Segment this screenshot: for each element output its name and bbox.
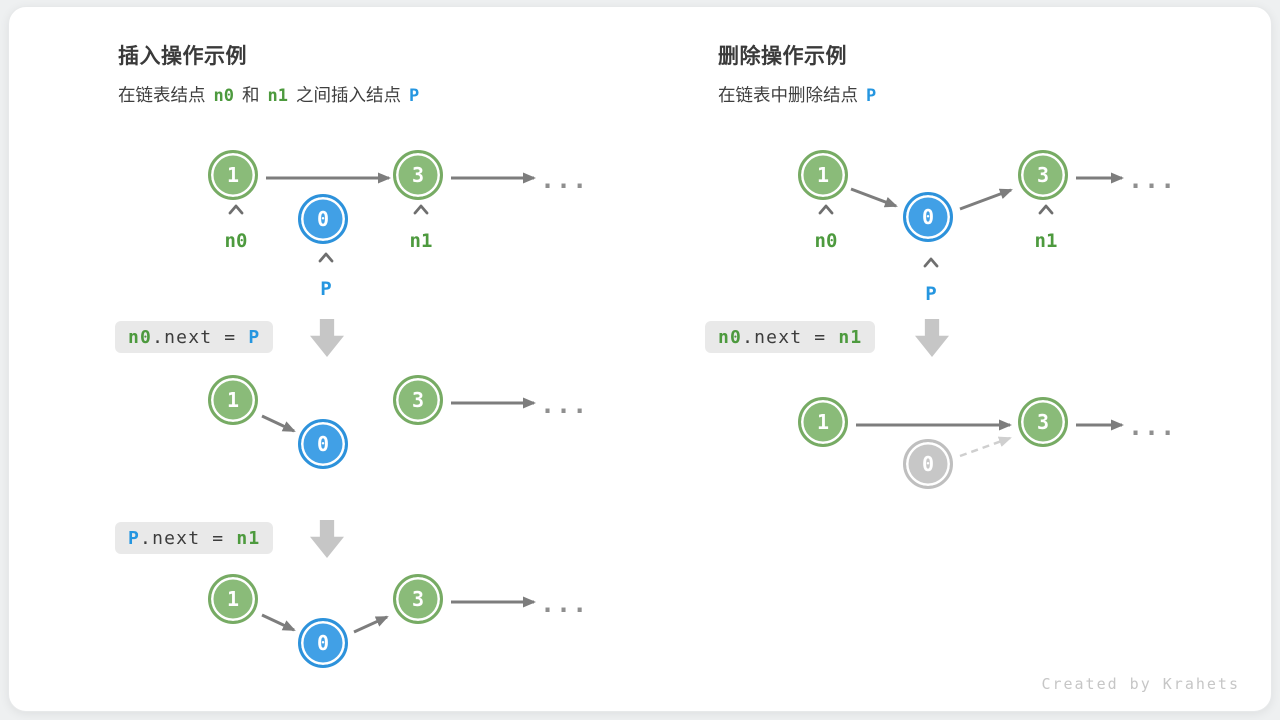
ellipsis: ... bbox=[540, 589, 589, 618]
node-value: 1 bbox=[816, 410, 830, 434]
node-value: 0 bbox=[316, 207, 330, 231]
insert-section-subtitle: 在链表结点 n0 和 n1 之间插入结点 P bbox=[118, 82, 419, 107]
credit-text: Created by Krahets bbox=[1041, 675, 1240, 693]
code-lhs: n0 bbox=[718, 326, 743, 348]
node-value: 3 bbox=[1036, 410, 1050, 434]
code-lhs: n0 bbox=[128, 326, 153, 348]
code-rhs: n1 bbox=[838, 326, 863, 348]
node-value: 1 bbox=[226, 587, 240, 611]
list-node-p: 0 bbox=[298, 194, 348, 244]
pointer-caret-icon bbox=[413, 204, 429, 215]
pointer-caret-icon bbox=[1038, 204, 1054, 215]
list-node-3: 3 bbox=[1018, 397, 1068, 447]
code-step-1: n0.next = n1 bbox=[705, 321, 876, 353]
delete-section-title: 删除操作示例 bbox=[718, 45, 847, 68]
node-value: 0 bbox=[921, 452, 935, 476]
node-value: 1 bbox=[226, 163, 240, 187]
insert-section-title: 插入操作示例 bbox=[118, 45, 247, 68]
subtitle-text: 之间插入结点 bbox=[295, 85, 401, 105]
code-mid: .next = bbox=[742, 326, 839, 348]
pointer-caret-icon bbox=[228, 204, 244, 215]
code-rhs: n1 bbox=[236, 527, 261, 549]
code-rhs: P bbox=[248, 326, 261, 348]
code-step-1: n0.next = P bbox=[115, 321, 274, 353]
list-node-1: 1 bbox=[798, 150, 848, 200]
token-p: P bbox=[408, 86, 420, 106]
ellipsis: ... bbox=[1128, 165, 1177, 194]
ellipsis: ... bbox=[540, 165, 589, 194]
node-value: 1 bbox=[816, 163, 830, 187]
token-n0: n0 bbox=[213, 86, 234, 106]
node-value: 0 bbox=[921, 205, 935, 229]
pointer-label-p: P bbox=[925, 283, 937, 305]
subtitle-text: 在链表中删除结点 bbox=[718, 85, 858, 105]
subtitle-text: 在链表结点 bbox=[118, 85, 206, 105]
list-node-p: 0 bbox=[298, 618, 348, 668]
node-value: 3 bbox=[411, 388, 425, 412]
list-node-1: 1 bbox=[798, 397, 848, 447]
pointer-label-n1: n1 bbox=[409, 230, 433, 252]
node-value: 3 bbox=[411, 163, 425, 187]
pointer-caret-icon bbox=[818, 204, 834, 215]
subtitle-text: 和 bbox=[241, 85, 260, 105]
node-value: 3 bbox=[1036, 163, 1050, 187]
pointer-label-n0: n0 bbox=[814, 230, 838, 252]
code-step-2: P.next = n1 bbox=[115, 522, 274, 554]
list-node-3: 3 bbox=[393, 574, 443, 624]
code-mid: .next = bbox=[140, 527, 237, 549]
node-value: 3 bbox=[411, 587, 425, 611]
figure-card bbox=[8, 6, 1272, 712]
list-node-1: 1 bbox=[208, 574, 258, 624]
list-node-3: 3 bbox=[393, 375, 443, 425]
ellipsis: ... bbox=[540, 390, 589, 419]
node-value: 1 bbox=[226, 388, 240, 412]
pointer-label-p: P bbox=[320, 278, 332, 300]
ellipsis: ... bbox=[1128, 412, 1177, 441]
pointer-label-n1: n1 bbox=[1034, 230, 1058, 252]
node-value: 0 bbox=[316, 631, 330, 655]
pointer-label-n0: n0 bbox=[224, 230, 248, 252]
token-n1: n1 bbox=[267, 86, 288, 106]
list-node-1: 1 bbox=[208, 375, 258, 425]
node-value: 0 bbox=[316, 432, 330, 456]
code-lhs: P bbox=[128, 527, 141, 549]
list-node-p: 0 bbox=[903, 192, 953, 242]
list-node-p-removed: 0 bbox=[903, 439, 953, 489]
list-node-3: 3 bbox=[393, 150, 443, 200]
pointer-caret-icon bbox=[318, 252, 334, 263]
token-p: P bbox=[866, 86, 877, 106]
code-mid: .next = bbox=[152, 326, 249, 348]
list-node-p: 0 bbox=[298, 419, 348, 469]
list-node-1: 1 bbox=[208, 150, 258, 200]
delete-section-subtitle: 在链表中删除结点 P bbox=[718, 82, 876, 107]
pointer-caret-icon bbox=[923, 257, 939, 268]
list-node-3: 3 bbox=[1018, 150, 1068, 200]
